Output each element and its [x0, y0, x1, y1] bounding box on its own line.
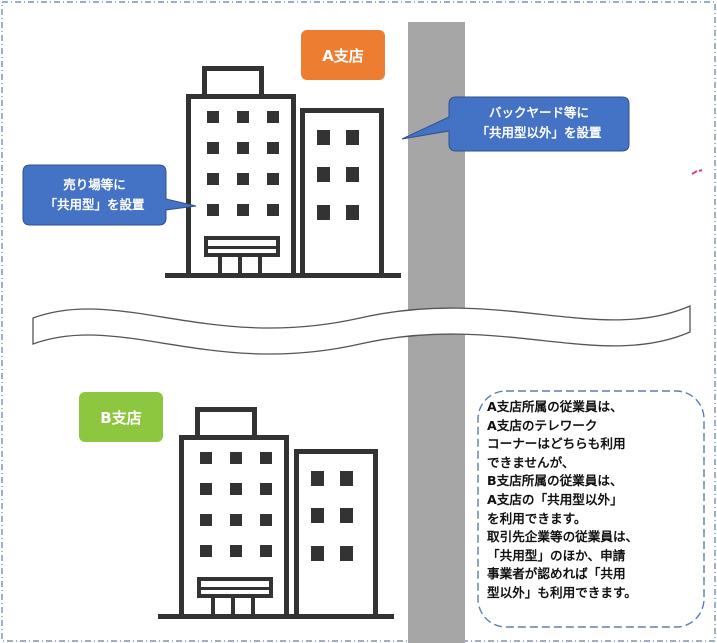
stray-mark: [691, 169, 703, 175]
callout-backyard-shape: [401, 96, 630, 152]
note-line: A支店の「共用型以外」: [487, 491, 623, 507]
callout-sales-line2: 「共用型」を設置: [44, 197, 145, 212]
note-line: 取引先企業等の従業員は、: [487, 529, 639, 545]
building-b-icon: [158, 407, 394, 619]
note-line: できませんが、: [487, 454, 575, 470]
callout-sales-shape: [22, 164, 197, 226]
callout-sales: 売り場等に 「共用型」を設置: [23, 175, 166, 215]
note-line: A支店のテレワーク: [487, 417, 598, 433]
note-line: 型以外」も利用できます。: [487, 584, 637, 600]
note-line: B支店所属の従業員は、: [487, 473, 623, 489]
note-box: [477, 390, 705, 628]
callout-sales-line1: 売り場等に: [63, 177, 126, 192]
note-text: A支店所属の従業員は、 A支店のテレワーク コーナーはどちらも利用 できませんが…: [487, 398, 687, 603]
note-line: 事業者が認めれば「共用: [487, 566, 626, 582]
note-line: A支店所属の従業員は、: [487, 399, 623, 414]
callout-backyard-line1: バックヤード等に: [488, 105, 589, 120]
callout-backyard: バックヤード等に 「共用型以外」を設置: [449, 103, 629, 143]
building-a-icon: [165, 66, 401, 278]
branch-b-label: B支店: [79, 392, 163, 442]
note-line: コーナーはどちらも利用: [487, 436, 626, 452]
note-line: 「共用型」のほか、申請: [487, 547, 626, 563]
note-line: を利用できます。: [487, 510, 587, 526]
branch-a-label: A支店: [301, 30, 385, 80]
callout-backyard-line2: 「共用型以外」を設置: [476, 125, 602, 140]
wave-break-band: [32, 305, 691, 355]
